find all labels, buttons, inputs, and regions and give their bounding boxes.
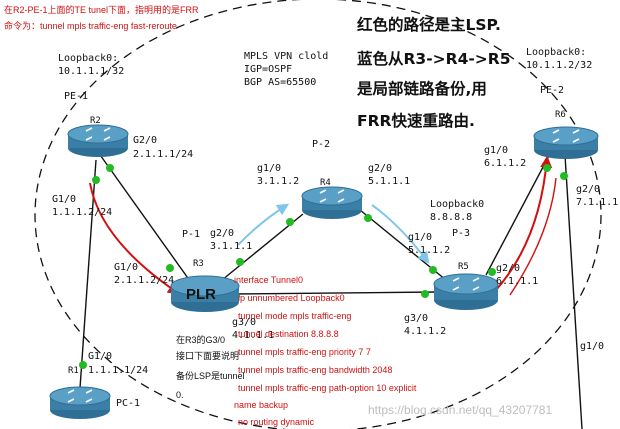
r3-g20-ip: 3.1.1.1 (210, 241, 253, 252)
r4-g10-name: g1/0 (257, 163, 282, 174)
r3-g10-ip: 2.1.1.2/24 (114, 275, 175, 286)
r3-g30-ip: 4.1.1.1 (232, 330, 275, 341)
primary-lsp-r5-r6-b (509, 177, 557, 296)
config-line2: ip unnumbered Loopback0 (238, 293, 345, 303)
router-r3-icon (170, 275, 240, 312)
r6-g20-ip: 7.1.1.1 (576, 197, 619, 208)
bgp-label: BGP AS=65500 (244, 77, 317, 88)
r6-name: R6 (555, 110, 566, 120)
lsp-note-line2: 蓝色从R3->R4->R5 (357, 50, 511, 68)
r5-g10-name: g1/0 (408, 232, 433, 243)
config-line8: name backup (234, 400, 289, 410)
link-r6-down (564, 154, 583, 429)
p2-label: P-2 (312, 139, 331, 150)
r4-g20-name: g2/0 (368, 163, 393, 174)
r3-g20-name: g2/0 (210, 228, 235, 239)
r5-g30-name: g3/0 (404, 313, 429, 324)
config-line9: no routing dynamic (238, 417, 315, 427)
r3-g10-name: G1/0 (114, 262, 139, 273)
lsp-note-line4: FRR快速重路由. (357, 112, 475, 130)
backup-lsp-r3-r4 (237, 203, 290, 246)
config-line6: tunnel mpls traffic-eng bandwidth 2048 (238, 365, 393, 375)
r6-g20-name: g2/0 (576, 184, 601, 195)
router-r2-icon (67, 124, 129, 157)
igp-label: IGP=OSPF (244, 64, 293, 75)
backup-lsp-r4-r5 (371, 204, 430, 264)
pe2-label: PE-2 (540, 85, 565, 96)
r3-name: R3 (193, 259, 204, 269)
r6-loopback-label: Loopback0: (526, 47, 587, 58)
r2-g20-ip: 2.1.1.1/24 (133, 149, 194, 160)
watermark: https://blog.csdn.net/qq_43207781 (368, 403, 553, 417)
r6-g10-ip: 6.1.1.2 (484, 158, 527, 169)
router-r1-icon (49, 386, 111, 419)
primary-lsp-r2-r3 (89, 182, 180, 295)
router-r5-icon (433, 273, 499, 310)
r3-note-line2: 接口下面要说明 (176, 351, 240, 361)
r2-g10-name: G1/0 (52, 194, 77, 205)
r2-name: R2 (90, 116, 101, 126)
config-line4: tunnel destination 8.8.8.8 (238, 329, 339, 339)
r2-loopback-addr: 10.1.1.1/32 (58, 66, 125, 77)
cloud-title: MPLS VPN clold (244, 51, 329, 62)
pc1-label: PC-1 (116, 398, 141, 409)
link-r5-r6 (485, 149, 553, 276)
link-r3-r5 (231, 291, 437, 295)
r2-g10-ip: 1.1.1.2/24 (52, 207, 113, 218)
plr-label: PLR (186, 286, 216, 303)
config-line7: tunnel mpls traffic-eng path-option 10 e… (238, 383, 417, 393)
r1-g10-ip: 1.1.1.1/24 (88, 365, 149, 376)
router-r6-icon (533, 126, 599, 159)
pe1-label: PE-1 (64, 91, 89, 102)
r2-g20-name: G2/0 (133, 135, 158, 146)
r5-g20-name: g2/0 (496, 263, 521, 274)
frr-annotation-line1: 在R2-PE-1上面的TE tunel下面，指明用的是FRR (4, 5, 199, 15)
r4-name: R4 (320, 178, 331, 188)
r1-name: R1 (68, 366, 79, 376)
r3-note-line3: 备份LSP是tunnel (176, 371, 245, 381)
r6-loopback-addr: 10.1.1.2/32 (526, 60, 593, 71)
primary-lsp-r5-r6 (495, 155, 553, 291)
r5-name: R5 (458, 262, 469, 272)
frr-annotation-line2: 命令为：tunnel mpls traffic-eng fast-reroute (4, 21, 177, 31)
link-r2-r3 (97, 151, 191, 282)
r5-loopback-label: Loopback0 (430, 199, 485, 210)
bottom-g10-name: g1/0 (580, 341, 605, 352)
config-line1: interface Tunnel0 (234, 275, 304, 285)
config-line3: tunnel mode mpls traffic-eng (238, 311, 352, 321)
r5-loopback-addr: 8.8.8.8 (430, 212, 473, 223)
r3-note-line4: 0. (176, 390, 184, 400)
r5-g30-ip: 4.1.1.2 (404, 326, 447, 337)
lsp-note-line1: 红色的路径是主LSP. (357, 16, 501, 34)
r4-g10-ip: 3.1.1.2 (257, 176, 300, 187)
r3-g30-name: g3/0 (232, 317, 257, 328)
r5-g20-ip: 6.1.1.1 (496, 276, 539, 287)
lsp-note-line3: 是局部链路备份,用 (357, 80, 487, 98)
r1-g10-name: G1/0 (88, 351, 113, 362)
mpls-cloud-boundary (34, 0, 602, 429)
router-r4-icon (301, 186, 363, 219)
config-line5: tunnel mpls traffic-eng priority 7 7 (238, 347, 371, 357)
r3-note-line1: 在R3的G3/0 (176, 335, 226, 345)
r2-loopback-label: Loopback0: (58, 53, 119, 64)
r4-g20-ip: 5.1.1.1 (368, 176, 411, 187)
r5-g10-ip: 5.1.1.2 (408, 245, 451, 256)
p3-label: P-3 (452, 228, 471, 239)
p1-label: P-1 (182, 229, 201, 240)
r6-g10-name: g1/0 (484, 145, 509, 156)
